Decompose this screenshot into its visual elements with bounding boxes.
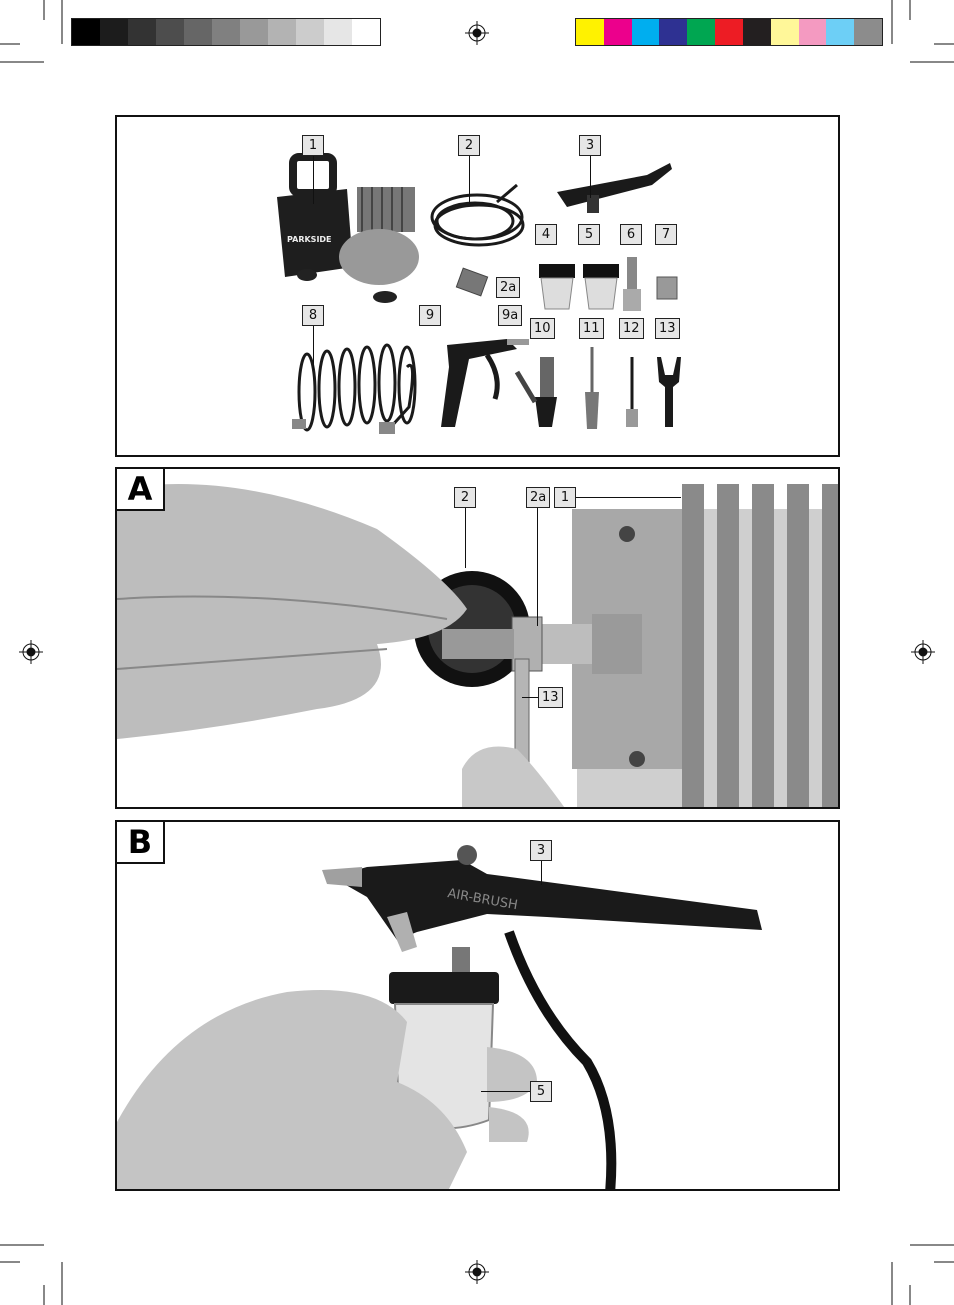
wrench-image [657, 357, 681, 427]
hose-coil-image [430, 183, 525, 297]
color-bar [575, 18, 883, 46]
inflation-needle-12-image [626, 357, 638, 427]
registration-mark-top [465, 21, 489, 45]
label-1: 1 [302, 135, 324, 156]
figure-a-panel: A 2 2a 1 13 [115, 467, 840, 809]
gray-scale-bar [71, 18, 381, 46]
parts-illustration: PARKSIDE [277, 153, 681, 434]
label-11: 11 [579, 318, 604, 339]
label-a-13: 13 [538, 687, 563, 708]
brand-text: PARKSIDE [287, 235, 332, 244]
figure-a-letter: A [117, 469, 165, 511]
label-7: 7 [655, 224, 677, 245]
registration-mark-bottom [465, 1260, 489, 1284]
label-5: 5 [578, 224, 600, 245]
figure-b-illustration: AIR-BRUSH [117, 845, 762, 1189]
label-12: 12 [619, 318, 644, 339]
label-10: 10 [530, 318, 555, 339]
label-a-2a: 2a [526, 487, 551, 508]
compressor-image: PARKSIDE [277, 153, 419, 303]
parts-overview-panel: PARKSIDE [115, 115, 840, 457]
label-b-3: 3 [530, 840, 552, 861]
label-b-5: 5 [530, 1081, 552, 1102]
label-a-1: 1 [554, 487, 576, 508]
figure-b-letter: B [117, 822, 165, 864]
label-4: 4 [535, 224, 557, 245]
label-8: 8 [302, 305, 324, 326]
label-9a: 9a [498, 305, 523, 326]
figure-b-panel: B AIR-BRUSH 3 5 [115, 820, 840, 1191]
label-3: 3 [579, 135, 601, 156]
spiral-hose-image [292, 343, 417, 434]
registration-mark-right [911, 640, 935, 664]
adapter-6-image [623, 257, 641, 311]
label-2a: 2a [496, 277, 521, 298]
label-2: 2 [458, 135, 480, 156]
inflation-needle-11-image [585, 347, 599, 429]
registration-mark-left [19, 640, 43, 664]
airbrush-image [557, 163, 672, 213]
label-13: 13 [655, 318, 680, 339]
adapter-7-image [656, 276, 678, 300]
label-a-2: 2 [454, 487, 476, 508]
figure-a-illustration [117, 484, 838, 807]
paint-jar-5-image [583, 264, 619, 310]
label-6: 6 [620, 224, 642, 245]
tire-inflator-image [514, 357, 557, 427]
blow-gun-image [441, 339, 529, 427]
label-9: 9 [419, 305, 441, 326]
paint-jar-4-image [539, 264, 575, 310]
